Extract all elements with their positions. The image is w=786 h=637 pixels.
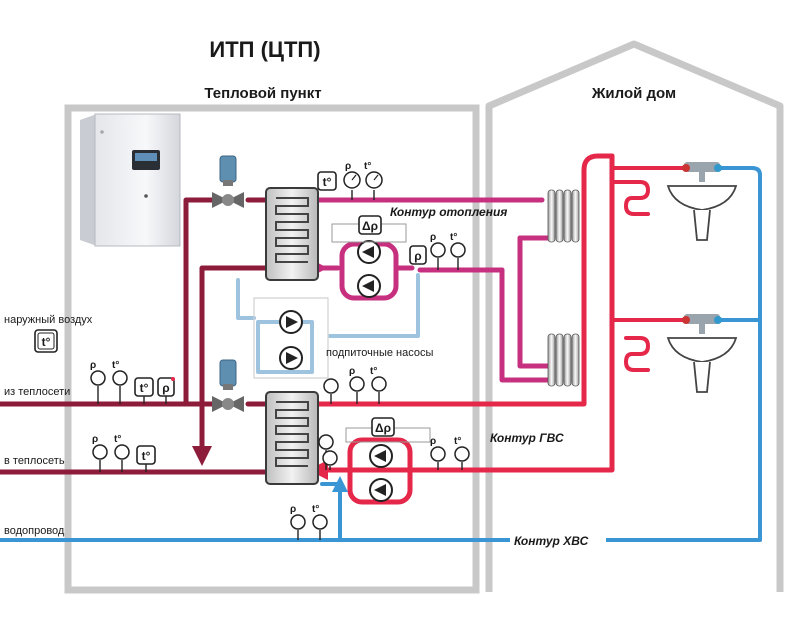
pressure-gauge-makeup bbox=[323, 378, 339, 404]
svg-text:ρ: ρ bbox=[430, 436, 436, 447]
residential-title: Жилой дом bbox=[591, 85, 676, 102]
outdoor-air-label: наружный воздух bbox=[4, 314, 93, 326]
delta-pressure-dhw: Δρ bbox=[345, 417, 431, 443]
svg-text:ρ: ρ bbox=[414, 249, 421, 263]
temperature-sensor-network-supply: t° bbox=[134, 377, 154, 404]
svg-text:ρ: ρ bbox=[90, 360, 96, 371]
svg-text:ρ: ρ bbox=[349, 366, 355, 377]
pressure-gauge-network-supply: ρ bbox=[90, 360, 106, 404]
diagram-title: ИТП (ЦТП) bbox=[209, 37, 320, 62]
pressure-gauge-network-return: ρ bbox=[92, 434, 108, 472]
heating-pump-top bbox=[357, 240, 381, 264]
svg-text:t°: t° bbox=[450, 232, 457, 243]
water-supply-label: водопровод bbox=[4, 525, 65, 537]
heating-heat-exchanger bbox=[265, 187, 319, 281]
svg-text:t°: t° bbox=[140, 381, 149, 395]
svg-text:Δρ: Δρ bbox=[375, 421, 391, 435]
dhw-heat-exchanger bbox=[265, 391, 319, 485]
pressure-gauge-heating-return: ρ bbox=[430, 232, 446, 270]
pressure-gauge-water-supply: ρ bbox=[290, 504, 306, 540]
heating-loop-pipes bbox=[308, 197, 551, 383]
makeup-lines bbox=[236, 273, 420, 379]
svg-text:ρ: ρ bbox=[92, 434, 98, 445]
delta-pressure-heating: Δρ bbox=[331, 215, 407, 243]
svg-text:ρ: ρ bbox=[290, 504, 296, 515]
pressure-gauge-dhw-circulation bbox=[322, 450, 338, 470]
makeup-pump-bottom bbox=[279, 346, 303, 370]
water-supply-pipe bbox=[0, 166, 762, 542]
heat-point-title: Тепловой пункт bbox=[204, 85, 321, 102]
thermometer-heating-return: t° bbox=[450, 232, 466, 270]
svg-text:t°: t° bbox=[312, 504, 319, 515]
cold-water-circuit-label: Контур ХВС bbox=[514, 534, 589, 548]
heating-control-valve bbox=[212, 155, 244, 208]
svg-text:t°: t° bbox=[454, 436, 461, 447]
radiator-lower bbox=[547, 333, 580, 387]
makeup-pumps-label: подпиточные насосы bbox=[326, 347, 433, 359]
heat-point-building bbox=[64, 104, 480, 594]
svg-text:ρ: ρ bbox=[430, 232, 436, 243]
svg-text:t°: t° bbox=[323, 175, 332, 189]
thermometer-dhw-return: t° bbox=[454, 436, 470, 470]
temperature-sensor-heating: t° bbox=[317, 171, 337, 191]
pressure-gauge-heating: ρ bbox=[343, 161, 361, 200]
makeup-pump-top bbox=[279, 310, 303, 334]
dhw-pump-top bbox=[369, 444, 393, 468]
svg-text:ρ: ρ bbox=[345, 161, 351, 172]
dhw-pump-bottom bbox=[369, 478, 393, 502]
pressure-switch-heating: ρ bbox=[409, 245, 427, 265]
heating-circuit-label: Контур отопления bbox=[390, 205, 507, 219]
sink-upper bbox=[666, 162, 738, 241]
pressure-gauge-dhw-return: ρ bbox=[430, 436, 446, 470]
dhw-control-valve bbox=[212, 359, 244, 412]
heating-pump-bottom bbox=[357, 274, 381, 298]
thermometer-heating: t° bbox=[364, 161, 383, 200]
svg-text:t°: t° bbox=[42, 335, 51, 349]
thermometer-network-return: t° bbox=[114, 434, 130, 472]
thermometer-water-supply: t° bbox=[312, 504, 328, 540]
svg-text:Δρ: Δρ bbox=[362, 219, 378, 233]
svg-text:ρ: ρ bbox=[162, 381, 169, 395]
temperature-sensor-network-return: t° bbox=[136, 445, 156, 472]
pressure-gauge-dhw-out: ρ bbox=[349, 366, 365, 404]
hot-water-circuit-label: Контур ГВС bbox=[490, 431, 564, 445]
to-heat-network-label: в теплосеть bbox=[4, 455, 65, 467]
sink-lower bbox=[666, 314, 738, 393]
radiator-upper bbox=[547, 189, 580, 243]
svg-text:t°: t° bbox=[364, 161, 371, 172]
pressure-sensor-network-supply: ρ bbox=[157, 377, 175, 404]
thermometer-dhw-out: t° bbox=[370, 366, 387, 404]
hot-water-pipes bbox=[308, 153, 692, 505]
from-heat-network-label: из теплосети bbox=[4, 386, 70, 398]
svg-text:t°: t° bbox=[112, 360, 119, 371]
svg-text:t°: t° bbox=[114, 434, 121, 445]
outdoor-temperature-sensor: t° bbox=[34, 329, 58, 353]
controller-cabinet bbox=[80, 113, 181, 247]
cold-water-pipes bbox=[0, 166, 762, 542]
svg-text:t°: t° bbox=[142, 449, 151, 463]
svg-text:t°: t° bbox=[370, 366, 377, 377]
thermometer-network-supply: t° bbox=[112, 360, 128, 404]
